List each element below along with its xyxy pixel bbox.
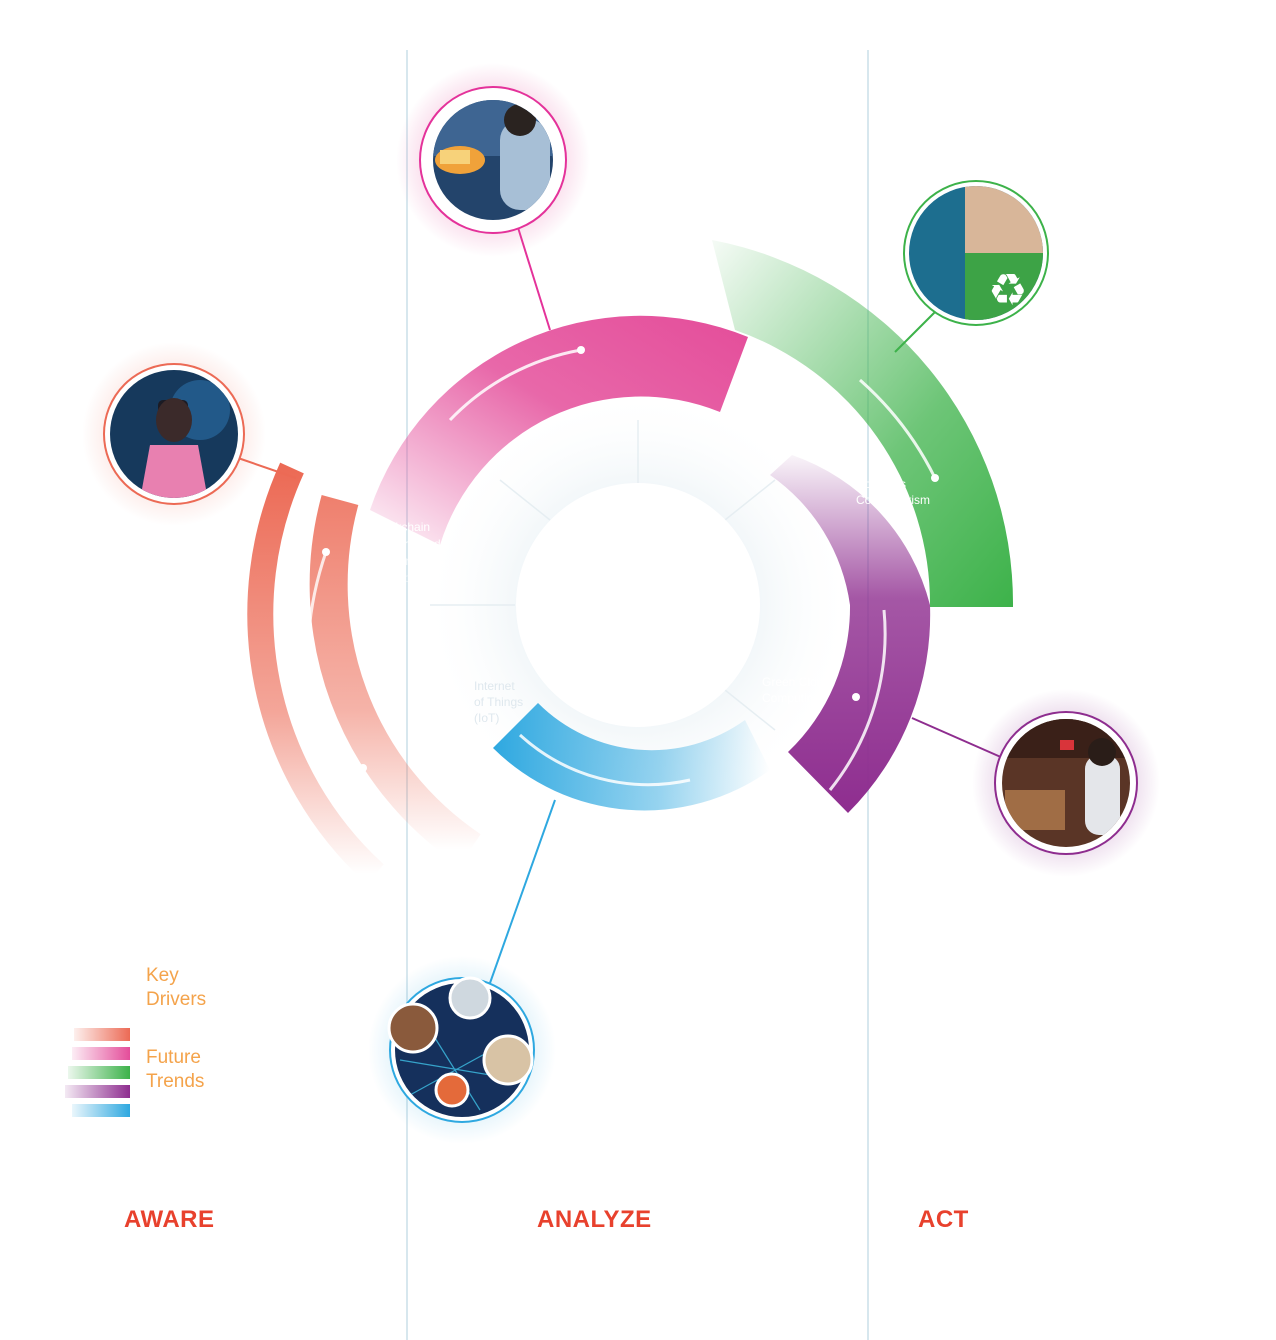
blue-arc-highlight xyxy=(518,733,691,787)
green-arc xyxy=(712,240,1014,607)
green-dot xyxy=(931,474,939,482)
legend-future-trends: Future Trends xyxy=(146,1046,204,1094)
legend-future-trends-line-1: Future xyxy=(146,1047,201,1068)
green-arc-highlight xyxy=(859,378,937,479)
svg-text:Green Cloud: Green Cloud xyxy=(762,675,830,689)
pink-arc-highlight xyxy=(448,348,582,422)
legend-future-trends-line-2: Trends xyxy=(146,1071,205,1092)
svg-text:Consumerism: Consumerism xyxy=(856,493,930,507)
svg-text:(IoT): (IoT) xyxy=(474,711,499,725)
legend-swatch-green xyxy=(68,1066,130,1079)
column-label-analyze: ANALYZE xyxy=(537,1206,652,1233)
legend-key-drivers: Key Drivers xyxy=(146,964,206,1012)
svg-text:Computing: Computing xyxy=(762,691,820,705)
purple-arc xyxy=(770,455,931,813)
column-label-act: ACT xyxy=(918,1206,969,1233)
segment-label-iot: Internet of Things (IoT) xyxy=(474,679,523,725)
orange-dot-3 xyxy=(359,764,367,772)
legend-key-drivers-line-2: Drivers xyxy=(146,989,207,1010)
svg-text:Concious: Concious xyxy=(856,477,906,491)
wheel-spokes xyxy=(430,420,776,731)
legend-swatches xyxy=(65,1028,130,1117)
purple-arc-highlight xyxy=(828,609,887,791)
legend-swatch-pink xyxy=(72,1047,130,1060)
engineer-hologram-photo xyxy=(396,63,590,257)
connector-blue xyxy=(489,799,556,984)
legend-swatch-purple xyxy=(65,1085,130,1098)
pink-arc xyxy=(370,315,748,545)
orange-dot-1 xyxy=(322,548,330,556)
segment-label-conscious-consumerism: Concious Consumerism xyxy=(856,477,930,507)
purple-dot xyxy=(852,693,860,701)
orange-arc-outer xyxy=(247,462,384,884)
shop-worker-photo xyxy=(972,689,1160,877)
wheel-inner-hole xyxy=(516,483,760,727)
blue-arc xyxy=(493,703,770,811)
svg-text:Blockchain: Blockchain xyxy=(372,520,430,534)
legend-key-drivers-line-1: Key xyxy=(146,965,179,986)
vr-person-photo xyxy=(82,342,266,526)
orange-arc-inner xyxy=(309,494,481,866)
svg-text:Technologies: Technologies xyxy=(372,571,442,585)
svg-text:of Things: of Things xyxy=(474,695,523,709)
legend-swatch-orange xyxy=(74,1028,130,1041)
orange-dot-2 xyxy=(314,738,322,746)
recycling-photo: ♻ xyxy=(903,180,1049,326)
orange-arc-highlight xyxy=(306,551,328,743)
svg-text:& Distributed: & Distributed xyxy=(372,537,441,551)
column-label-aware: AWARE xyxy=(124,1206,215,1233)
pink-dot xyxy=(577,346,585,354)
logistics-network-photo xyxy=(368,956,556,1144)
svg-text:Internet: Internet xyxy=(474,679,515,693)
connector-green xyxy=(894,311,936,353)
segment-label-blockchain: Blockchain & Distributed Ledger Technolo… xyxy=(372,520,442,585)
svg-text:Ledger: Ledger xyxy=(372,554,409,568)
segment-label-green-cloud: Green Cloud Computing xyxy=(762,675,830,705)
legend-swatch-blue xyxy=(72,1104,130,1117)
